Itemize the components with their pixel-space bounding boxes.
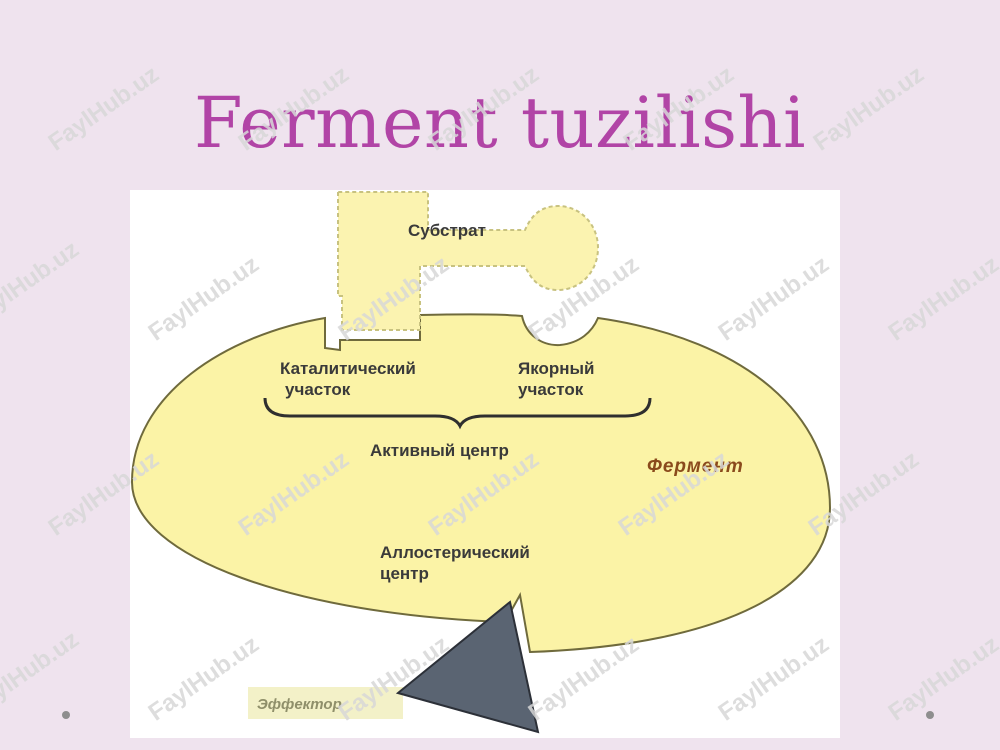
allosteric-center-label-line2: центр <box>380 564 429 583</box>
effector-label-background <box>248 687 403 719</box>
allosteric-center-label-line1: Аллостерический <box>380 543 530 562</box>
substrate-label: Субстрат <box>408 221 486 240</box>
watermark: FaylHub.uz <box>0 235 84 332</box>
enzyme-structure-diagram: Субстрат Каталитический участок Якорный … <box>130 190 840 738</box>
effector-triangle <box>395 600 540 734</box>
active-center-brace <box>263 397 652 430</box>
enzyme-body <box>130 313 832 654</box>
slide-nav-dot-left <box>62 711 70 719</box>
anchor-site-label-line1: Якорный <box>518 359 595 378</box>
catalytic-site-label-line2: участок <box>285 380 351 399</box>
watermark: FaylHub.uz <box>883 250 1000 347</box>
active-center-label: Активный центр <box>370 441 509 460</box>
slide-title: Ferment tuzilishi <box>193 82 807 164</box>
enzyme-label: Фермент <box>647 456 744 477</box>
watermark: FaylHub.uz <box>883 630 1000 727</box>
catalytic-site-label-line1: Каталитический <box>280 359 416 378</box>
anchor-site-label-line2: участок <box>518 380 584 399</box>
slide-nav-dot-right <box>926 711 934 719</box>
effector-label: Эффектор <box>257 696 342 713</box>
substrate-shape <box>337 191 600 331</box>
diagram-graphics <box>130 191 832 734</box>
watermark: FaylHub.uz <box>0 625 84 722</box>
